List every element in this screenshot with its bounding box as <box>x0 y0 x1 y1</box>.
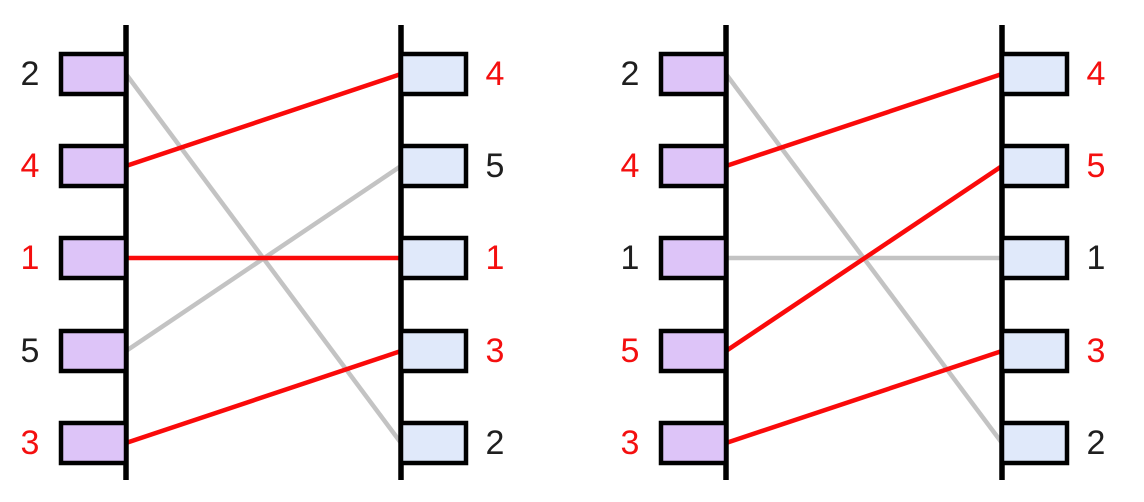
left-box-1 <box>58 235 129 281</box>
right-label-5: 5 <box>1087 147 1106 185</box>
left-box-4 <box>58 143 129 189</box>
left-label-4: 4 <box>21 147 40 185</box>
right-label-1: 1 <box>486 239 505 277</box>
left-label-5: 5 <box>621 332 640 370</box>
left-box-4 <box>658 143 729 189</box>
edge-3-red <box>125 348 402 446</box>
edge-3-red <box>725 348 1003 446</box>
right-box-4 <box>398 51 469 97</box>
left-label-2: 2 <box>621 55 640 93</box>
edge-4-red <box>125 71 402 169</box>
right-label-1: 1 <box>1087 239 1106 277</box>
left-label-1: 1 <box>621 239 640 277</box>
right-box-5 <box>398 143 469 189</box>
edge-4-red <box>725 71 1003 169</box>
left-box-2 <box>58 51 129 97</box>
right-box-3 <box>999 328 1070 374</box>
right-label-2: 2 <box>486 424 505 462</box>
left-box-5 <box>658 328 729 374</box>
left-label-1: 1 <box>21 239 40 277</box>
diagram-left: 2 4 4 5 1 1 5 3 3 2 <box>21 25 505 480</box>
right-box-2 <box>398 420 469 466</box>
left-box-1 <box>658 235 729 281</box>
left-box-3 <box>58 420 129 466</box>
right-box-5 <box>999 143 1070 189</box>
left-label-3: 3 <box>621 424 640 462</box>
right-label-4: 4 <box>486 55 505 93</box>
right-box-2 <box>999 420 1070 466</box>
right-box-3 <box>398 328 469 374</box>
left-label-4: 4 <box>621 147 640 185</box>
left-box-3 <box>658 420 729 466</box>
edge-5-red <box>724 164 1004 353</box>
left-label-3: 3 <box>21 424 40 462</box>
right-label-5: 5 <box>486 147 505 185</box>
right-box-1 <box>398 235 469 281</box>
left-label-5: 5 <box>21 332 40 370</box>
right-label-3: 3 <box>486 332 505 370</box>
left-label-2: 2 <box>21 55 40 93</box>
right-box-4 <box>999 51 1070 97</box>
right-label-3: 3 <box>1087 332 1106 370</box>
right-label-2: 2 <box>1087 424 1106 462</box>
left-box-2 <box>658 51 729 97</box>
right-label-4: 4 <box>1087 55 1106 93</box>
right-box-1 <box>999 235 1070 281</box>
left-box-5 <box>58 328 129 374</box>
diagram-right: 2 4 4 5 1 1 5 3 3 2 <box>621 25 1106 480</box>
